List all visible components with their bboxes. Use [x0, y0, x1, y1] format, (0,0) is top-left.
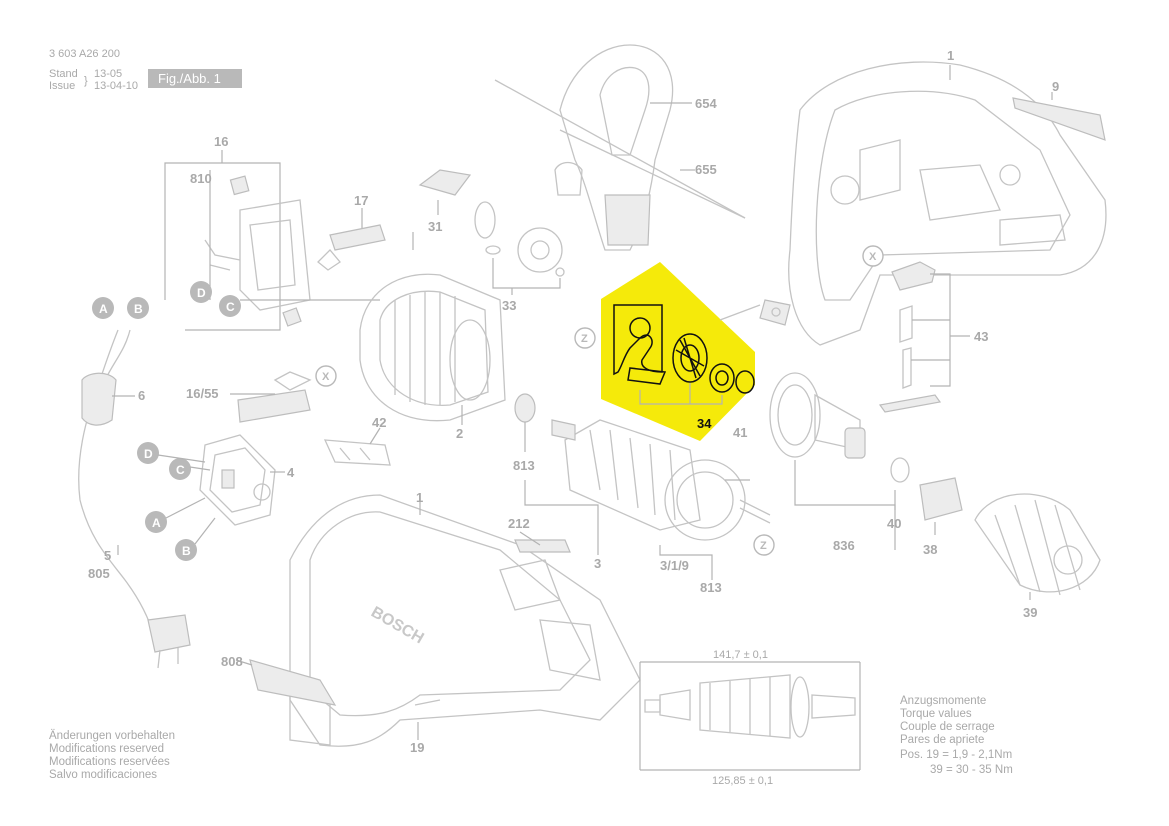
torque-line-en: Torque values — [900, 708, 972, 720]
label-part-813-b: 813 — [700, 580, 722, 595]
callout-z-bottom: Z — [760, 540, 767, 552]
label-part-43: 43 — [974, 329, 988, 344]
brace-glyph: } — [84, 75, 88, 87]
note-fr: Modifications reservées — [49, 756, 170, 768]
armature — [524, 419, 771, 580]
label-part-38: 38 — [923, 542, 937, 557]
part-labels: 1 9 654 655 16 810 17 31 33 34 41 43 6 1… — [88, 48, 1059, 755]
dimension-top: 141,7 ± 0,1 — [713, 649, 768, 661]
torque-pos-39: 39 = 30 - 35 Nm — [930, 764, 1013, 776]
part-9-shape — [1012, 97, 1106, 141]
chuck-39 — [974, 493, 1101, 600]
label-part-17: 17 — [354, 193, 368, 208]
label-part-3: 3 — [594, 556, 601, 571]
switch-part-4 — [199, 434, 276, 526]
label-part-31: 31 — [428, 219, 442, 234]
bearing-813-a — [514, 393, 536, 423]
stand-label: Stand — [49, 68, 78, 80]
doc-number: 3 603 A26 200 — [49, 48, 120, 60]
label-part-5: 5 — [104, 548, 111, 563]
modification-notes: Änderungen vorbehalten Modifications res… — [49, 730, 175, 781]
label-part-212: 212 — [508, 516, 530, 531]
label-part-808: 808 — [221, 654, 243, 669]
callout-x-left: X — [322, 371, 330, 383]
header-block: 3 603 A26 200 Stand Issue } 13-05 13-04-… — [49, 48, 242, 92]
armature-dimension-drawing — [639, 661, 861, 771]
callout-d-bottom: D — [144, 447, 153, 461]
bosch-housing-text: BOSCH — [368, 604, 427, 648]
brush-holder-group — [164, 162, 380, 331]
label-part-810: 810 — [190, 171, 212, 186]
label-part-6: 6 — [138, 388, 145, 403]
label-part-2: 2 — [456, 426, 463, 441]
label-part-42: 42 — [372, 415, 386, 430]
gear-spindle — [769, 372, 963, 550]
callout-c-bottom: C — [176, 463, 185, 477]
fig-label-box — [148, 69, 242, 88]
label-part-813-a: 813 — [513, 458, 535, 473]
label-part-34: 34 — [697, 416, 712, 431]
stand-date: 13-05 — [94, 68, 122, 80]
fig-label: Fig./Abb. 1 — [158, 71, 221, 86]
label-part-9: 9 — [1052, 79, 1059, 94]
issue-label: Issue — [49, 80, 75, 92]
housing-half-bottom: BOSCH — [249, 494, 641, 747]
torque-pos-19: Pos. 19 = 1,9 - 2,1Nm — [900, 749, 1012, 761]
torque-line-es: Pares de apriete — [900, 734, 984, 746]
label-part-3-1-9: 3/1/9 — [660, 558, 689, 573]
label-part-1-bottom: 1 — [416, 490, 423, 505]
label-part-19: 19 — [410, 740, 424, 755]
label-part-33: 33 — [502, 298, 516, 313]
power-cord — [78, 329, 191, 669]
dimension-bottom: 125,85 ± 0,1 — [712, 775, 773, 787]
note-en: Modifications reserved — [49, 743, 164, 755]
callout-b-top: B — [134, 302, 143, 316]
part-16-55-shape — [237, 389, 311, 423]
callout-a-top: A — [99, 302, 108, 316]
part-43-group — [878, 261, 970, 413]
auxiliary-handle — [494, 44, 746, 251]
label-part-654: 654 — [695, 96, 717, 111]
label-part-836: 836 — [833, 538, 855, 553]
note-es: Salvo modificaciones — [49, 769, 157, 781]
letter-callouts: A B D C D C A B X X Z Z — [92, 245, 884, 561]
label-part-41: 41 — [733, 425, 747, 440]
part-17-shape — [329, 224, 386, 251]
label-part-39: 39 — [1023, 605, 1037, 620]
label-part-16-55: 16/55 — [186, 386, 219, 401]
part-34-items — [613, 304, 755, 405]
part-31-shape — [418, 169, 472, 196]
callout-z-top: Z — [581, 333, 588, 345]
label-part-805: 805 — [88, 566, 110, 581]
note-de: Änderungen vorbehalten — [49, 730, 175, 742]
field-stator — [359, 273, 506, 425]
callout-d-top: D — [197, 286, 206, 300]
label-part-4: 4 — [287, 465, 295, 480]
issue-date: 13-04-10 — [94, 80, 138, 92]
callout-b-bottom: B — [182, 544, 191, 558]
torque-values: Anzugsmomente Torque values Couple de se… — [900, 695, 1013, 776]
part-33-assembly — [474, 201, 565, 295]
label-part-1-top: 1 — [947, 48, 954, 63]
label-part-40: 40 — [887, 516, 901, 531]
label-part-16: 16 — [214, 134, 228, 149]
label-part-655: 655 — [695, 162, 717, 177]
callout-c-top: C — [226, 300, 235, 314]
housing-half-top — [788, 61, 1107, 346]
callout-a-bottom: A — [152, 516, 161, 530]
torque-line-fr: Couple de serrage — [900, 721, 995, 733]
part-42-shape — [323, 439, 391, 466]
torque-line-de: Anzugsmomente — [900, 695, 986, 707]
callout-x-right: X — [869, 251, 877, 263]
